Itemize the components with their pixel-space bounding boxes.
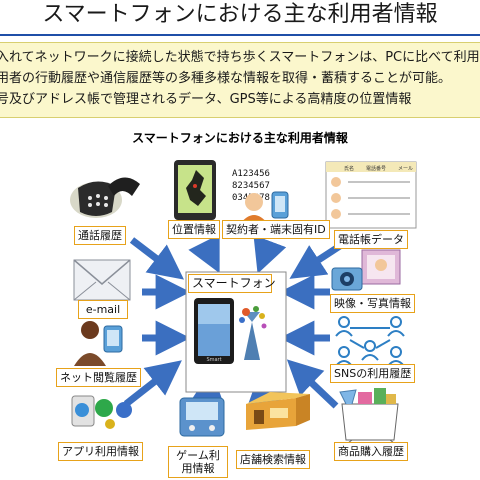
store-icon xyxy=(246,392,310,430)
game-icon xyxy=(179,397,225,437)
shopping-icon xyxy=(339,388,399,447)
intro-line-1: 入れてネットワークに接続した状態で持ち歩くスマートフォンは、PCに比べて利用者 xyxy=(0,50,480,65)
social-network-icon xyxy=(335,316,405,367)
page-title: スマートフォンにおける主な利用者情報 xyxy=(42,2,438,27)
arrow-call-history xyxy=(129,237,185,280)
camera-icon xyxy=(331,249,401,291)
envelope-icon xyxy=(73,259,131,301)
intro-line-3: 号及びアドレス帳で管理されるデータ、GPS等による高精度の位置情報 xyxy=(0,92,412,107)
node-label-device-id: 契約者・端末固有ID xyxy=(222,220,330,239)
intro-box: 入れてネットワークに接続した状態で持ち歩くスマートフォンは、PCに比べて利用者 … xyxy=(0,42,480,118)
arrow-apps xyxy=(123,360,182,407)
phone-brand-text: Smart xyxy=(206,357,221,363)
node-label-photo: 映像・写真情報 xyxy=(330,294,415,313)
arrow-shopping xyxy=(286,359,339,409)
node-label-store: 店舗検索情報 xyxy=(236,450,310,469)
diagram-title: スマートフォンにおける主な利用者情報 xyxy=(132,131,348,145)
node-label-game: ゲーム利用情報 xyxy=(168,446,228,478)
phonebook-icon: 氏名 電話番号 メール xyxy=(325,161,417,229)
node-label-email: e-mail xyxy=(78,300,128,319)
intro-line-2: 用者の行動履歴や通信履歴等の多種多様な情報を取得・蓄積することが可能。 xyxy=(0,71,452,86)
id-number-2: 8234567 xyxy=(232,181,270,191)
arrow-location xyxy=(188,234,220,274)
node-label-sns: SNSの利用履歴 xyxy=(330,364,416,383)
apps-icon xyxy=(71,395,132,429)
node-label-call-history: 通話履歴 xyxy=(74,226,126,245)
phonebook-header-phone: 電話番号 xyxy=(366,165,386,172)
node-label-browsing: ネット閲覧履歴 xyxy=(56,368,141,387)
browsing-person-icon xyxy=(74,321,123,366)
id-card-icon: A123456 8234567 0345678 xyxy=(232,169,289,224)
node-label-shopping: 商品購入履歴 xyxy=(334,442,408,461)
node-label-apps: アプリ利用情報 xyxy=(58,442,143,461)
phonebook-header-mail: メール xyxy=(398,166,413,172)
arrow-device-id xyxy=(253,234,287,274)
id-number-1: A123456 xyxy=(232,169,270,179)
title-divider xyxy=(0,34,480,36)
map-phone-icon xyxy=(174,160,216,220)
center-label-smartphone: スマートフォン xyxy=(188,274,276,293)
node-label-location: 位置情報 xyxy=(168,220,220,239)
phonebook-header-name: 氏名 xyxy=(344,165,354,172)
telephone-icon xyxy=(70,177,140,218)
node-label-phonebook: 電話帳データ xyxy=(334,230,408,249)
